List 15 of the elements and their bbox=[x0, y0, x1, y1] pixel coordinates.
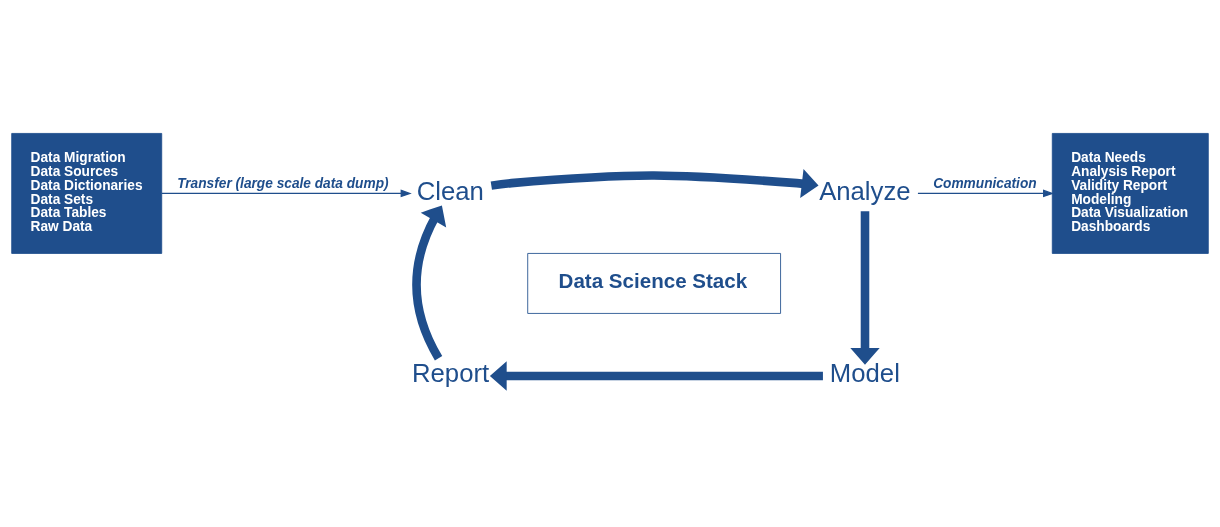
edge-label: Communication bbox=[933, 176, 1037, 192]
node-text: Report bbox=[412, 359, 490, 388]
node-box: Data Needs Analysis Report Validity Report Modeling Data Visualization Dashboards bbox=[1051, 133, 1209, 254]
node-text: Clean bbox=[416, 176, 484, 205]
arrow bbox=[489, 361, 823, 391]
arrow bbox=[412, 205, 447, 361]
arrow bbox=[161, 189, 412, 198]
arrow bbox=[850, 211, 880, 365]
arrow bbox=[917, 189, 1055, 198]
node-box: Data Science Stack bbox=[527, 253, 781, 314]
node-text: Analyze bbox=[819, 176, 911, 205]
node-box: Data Migration Data Sources Data Dictionaries Data Sets Data Tables Raw Data bbox=[11, 133, 163, 254]
node-text: Model bbox=[829, 359, 900, 388]
arrow bbox=[490, 168, 819, 199]
edge-label: Transfer (large scale data dump) bbox=[177, 176, 389, 192]
